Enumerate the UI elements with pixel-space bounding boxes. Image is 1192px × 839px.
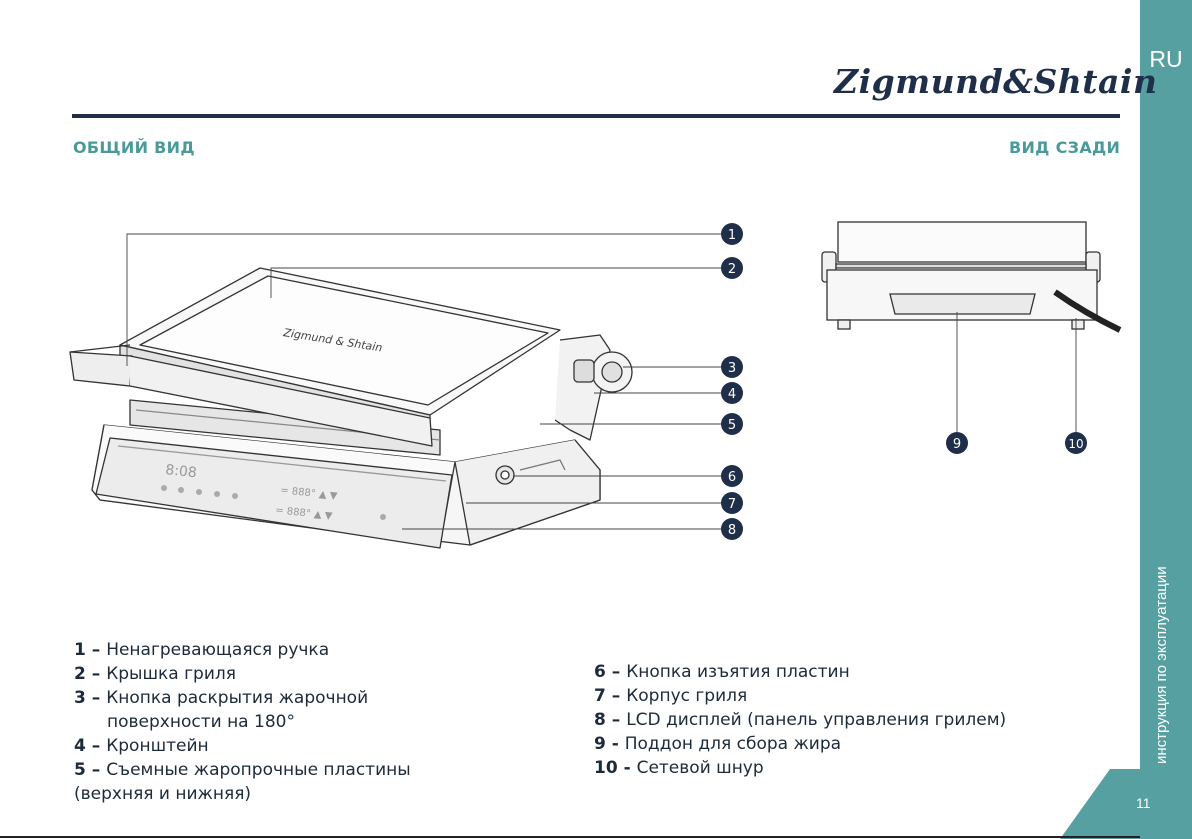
legend-item-text: (верхняя и нижняя) [74, 784, 252, 804]
legend-item-separator: – [85, 736, 107, 756]
legend-item: 7 – Корпус гриля [594, 684, 1006, 708]
callout-6: 6 [721, 465, 743, 487]
legend-item-text: Крышка гриля [106, 664, 236, 684]
legend-item-separator: - [605, 734, 625, 754]
legend-item: 2 – Крышка гриля [74, 662, 411, 686]
legend-item-text: Корпус гриля [626, 686, 748, 706]
legend-item: 10 - Сетевой шнур [594, 756, 1006, 780]
legend-item-text: Съемные жаропрочные пластины [106, 760, 411, 780]
svg-text:1: 1 [728, 228, 736, 243]
grill-front-illustration [69, 267, 633, 549]
control-panel-display: 8:08 = 888° ▲ ▼ = 888° ▲ ▼ [161, 462, 386, 522]
legend-item-number: 3 [74, 688, 86, 708]
svg-text:9: 9 [953, 437, 961, 452]
legend-item: (верхняя и нижняя) [74, 782, 411, 806]
legend-item-separator: – [85, 640, 107, 660]
language-label: RU [1149, 46, 1183, 72]
callout-9: 9 [946, 432, 968, 454]
callout-badges: 1 2 3 4 5 6 7 8 9 10 [721, 223, 1087, 540]
header-rule [72, 114, 1120, 118]
bottom-rule [0, 836, 1140, 838]
legend-item: 6 – Кнопка изъятия пластин [594, 660, 1006, 684]
legend-item-separator: – [605, 710, 627, 730]
svg-text:5: 5 [728, 418, 736, 433]
svg-text:10: 10 [1068, 437, 1083, 451]
legend-item-text: Кронштейн [106, 736, 209, 756]
legend-item-text: Поддон для сбора жира [624, 734, 842, 754]
legend-item: 9 - Поддон для сбора жира [594, 732, 1006, 756]
legend-item-number: 6 [594, 662, 606, 682]
callout-leader-lines [126, 233, 1077, 530]
svg-text:6: 6 [728, 470, 736, 485]
corner-tab [1060, 769, 1140, 839]
legend-item-number: 4 [74, 736, 86, 756]
legend-item-separator: – [605, 662, 627, 682]
svg-text:4: 4 [728, 387, 736, 402]
sidebar-title: инструкция по эксплуатации [1153, 566, 1170, 764]
callout-1: 1 [721, 223, 743, 245]
legend-item: поверхности на 180° [74, 710, 411, 734]
legend-item: 4 – Кронштейн [74, 734, 411, 758]
section-heading-general-view: ОБЩИЙ ВИД [73, 138, 195, 157]
callout-5: 5 [721, 413, 743, 435]
legend-item-number: 10 [594, 758, 618, 778]
legend-item-separator: – [85, 688, 107, 708]
svg-text:3: 3 [728, 361, 736, 376]
svg-text:8: 8 [728, 523, 736, 538]
grill-diagram: 8:08 = 888° ▲ ▼ = 888° ▲ ▼ Zigmund & Sht… [69, 221, 1122, 549]
callout-7: 7 [721, 492, 743, 514]
legend-item-number: 8 [594, 710, 606, 730]
legend-item-text: Ненагревающаяся ручка [106, 640, 330, 660]
legend-item-text: Кнопка раскрытия жарочной [106, 688, 369, 708]
section-heading-rear-view: ВИД СЗАДИ [1009, 138, 1121, 157]
legend-item-number: 1 [74, 640, 86, 660]
sidebar: RU [1140, 0, 1192, 839]
page-number: 11 [1136, 795, 1151, 811]
callout-2: 2 [721, 257, 743, 279]
legend-item: 3 – Кнопка раскрытия жарочной [74, 686, 411, 710]
legend-item-separator: - [617, 758, 637, 778]
legend-item-number: 9 [594, 734, 606, 754]
legend-item-number: 7 [594, 686, 606, 706]
brand-logo: Zigmund&Shtain [834, 62, 1158, 101]
callout-10: 10 [1065, 432, 1087, 454]
legend-item-separator: – [605, 686, 627, 706]
legend-item-separator: – [85, 664, 107, 684]
legend-item: 5 – Съемные жаропрочные пластины [74, 758, 411, 782]
svg-text:8:08: 8:08 [165, 462, 198, 481]
legend-item-number: 2 [74, 664, 86, 684]
callout-8: 8 [721, 518, 743, 540]
legend-item-text: Сетевой шнур [636, 758, 764, 778]
callout-3: 3 [721, 356, 743, 378]
legend-item-text: поверхности на 180° [107, 712, 295, 732]
svg-text:2: 2 [728, 262, 736, 277]
grill-rear-illustration [821, 221, 1122, 333]
legend-item: 8 – LCD дисплей (панель управления гриле… [594, 708, 1006, 732]
legend-item: 1 – Ненагревающаяся ручка [74, 638, 411, 662]
legend-item-number: 5 [74, 760, 86, 780]
legend-item-text: Кнопка изъятия пластин [626, 662, 850, 682]
svg-text:7: 7 [728, 497, 736, 512]
callout-4: 4 [721, 382, 743, 404]
legend-item-text: LCD дисплей (панель управления грилем) [626, 710, 1007, 730]
legend-item-separator: – [85, 760, 107, 780]
